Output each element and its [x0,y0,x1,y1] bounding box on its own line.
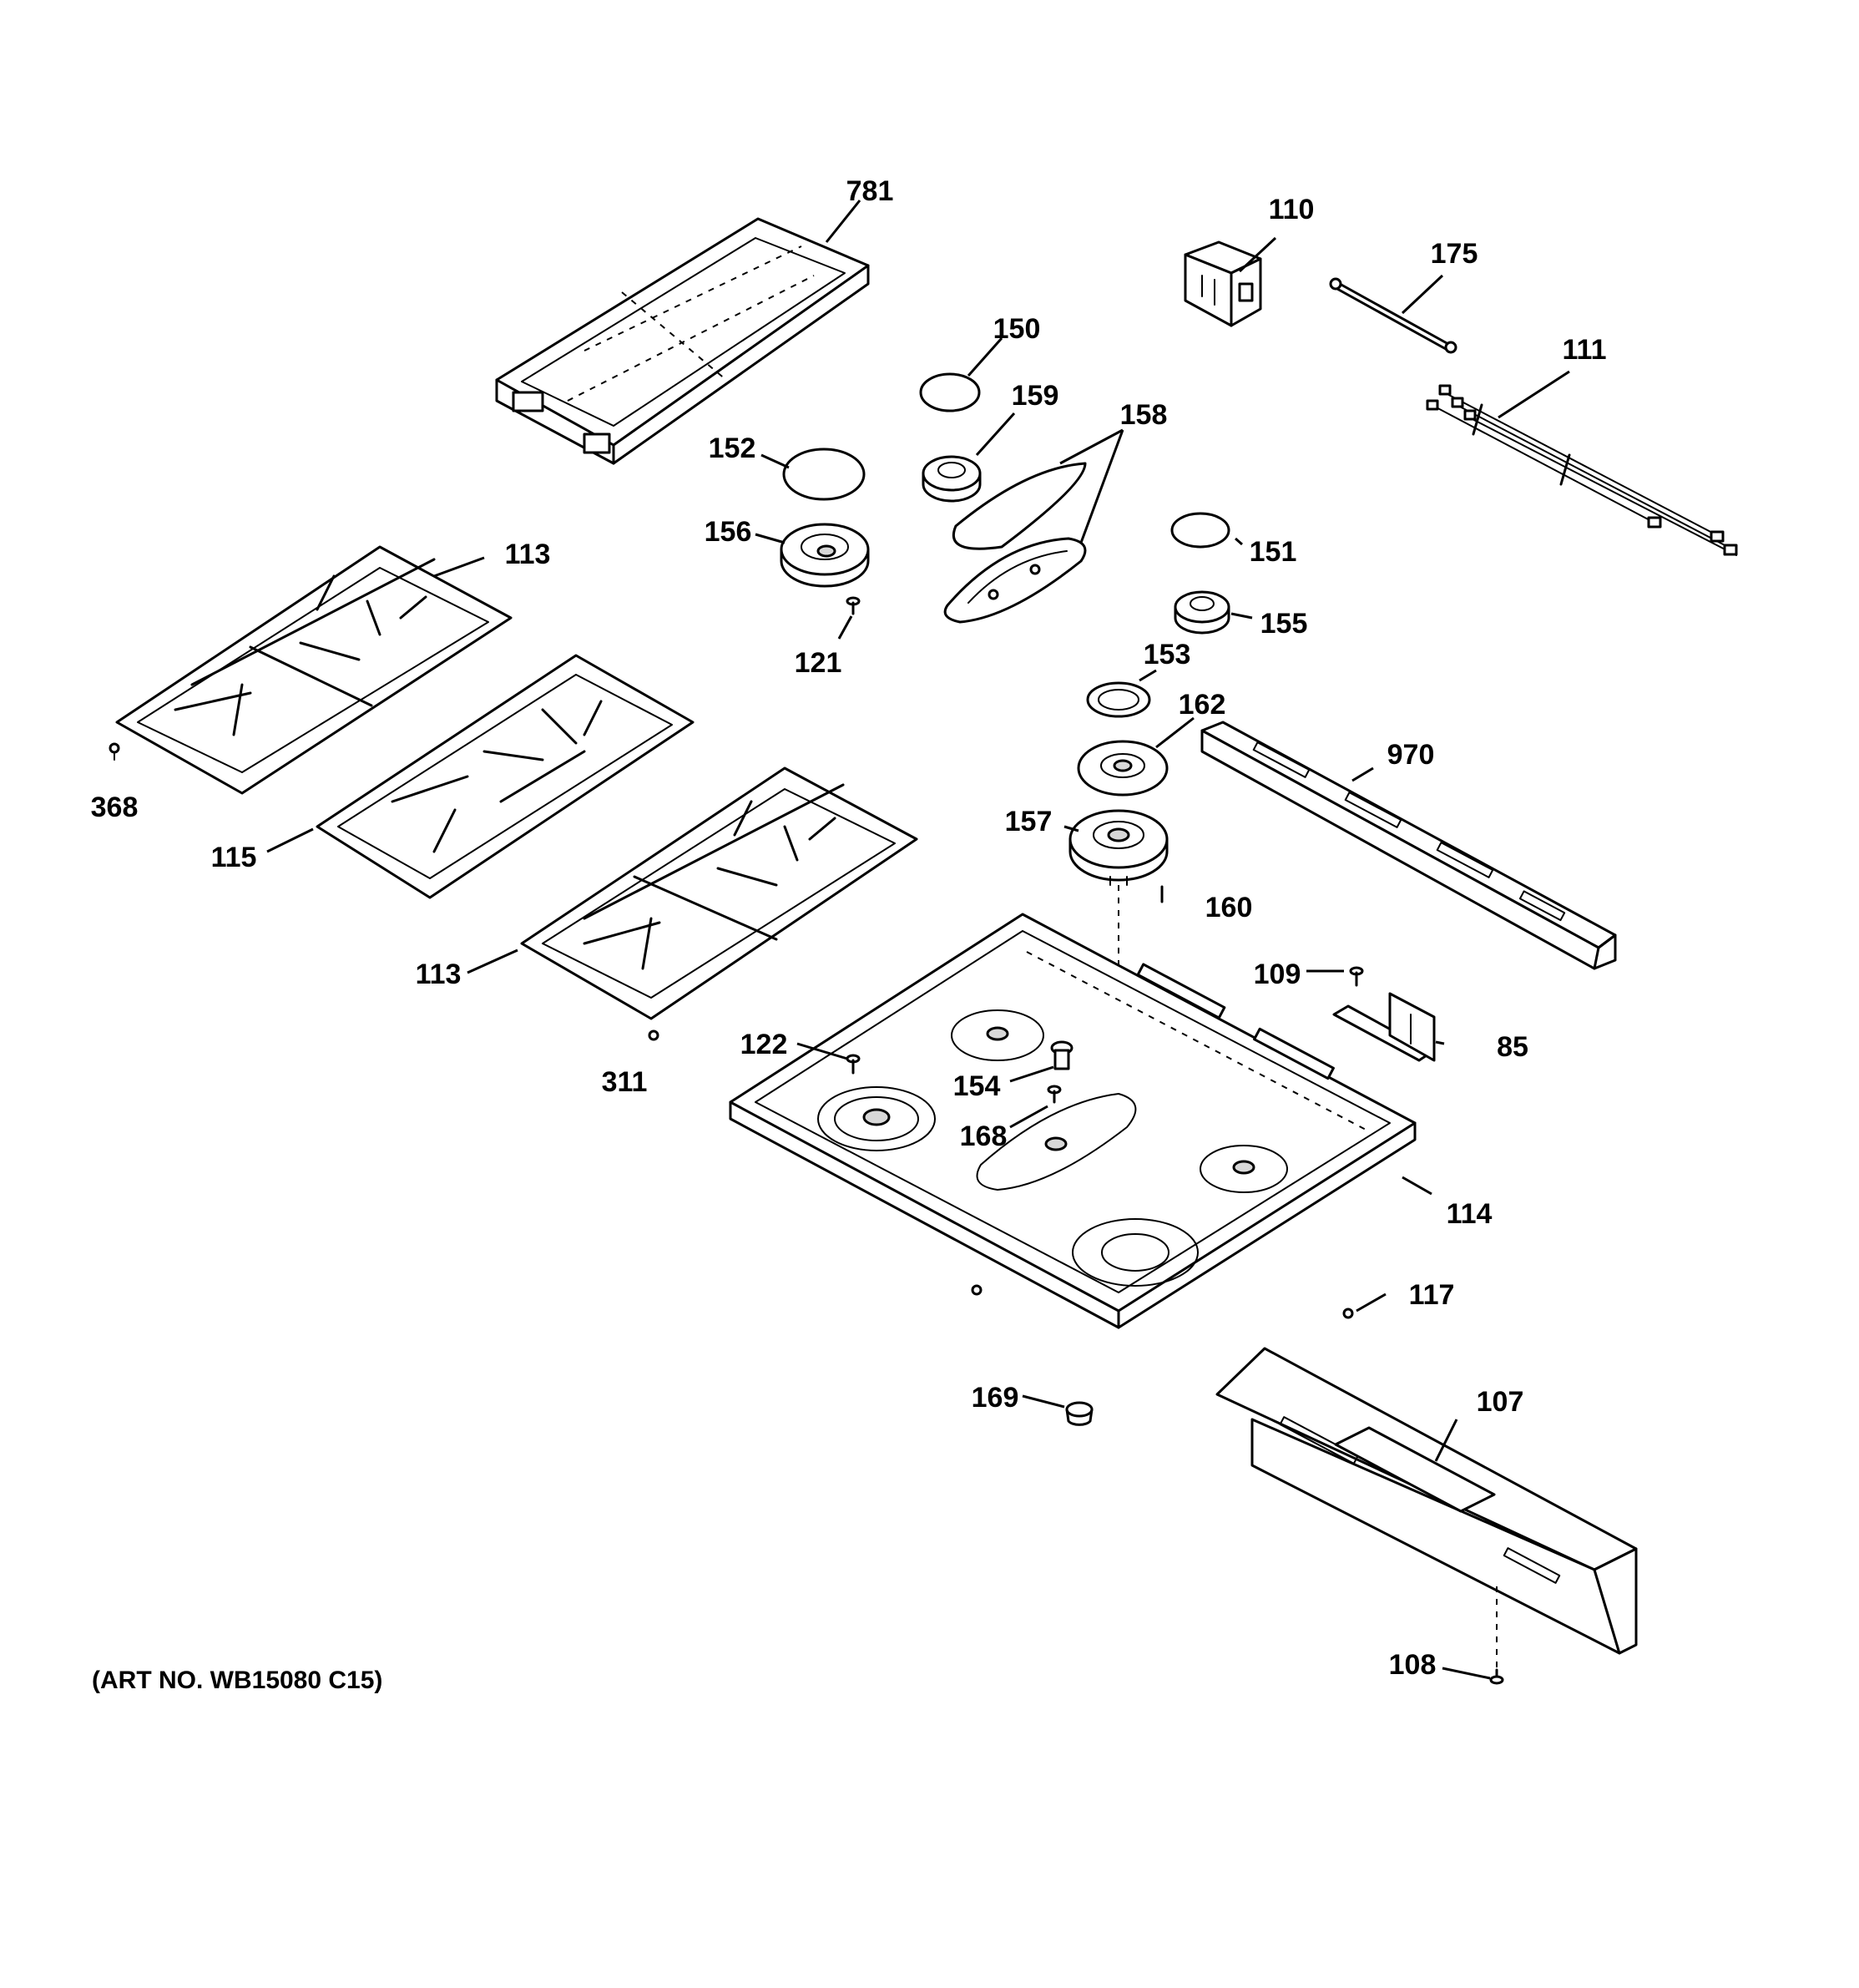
callout-781: 781 [846,175,894,207]
part-cooktop-114 [729,913,1417,1329]
part-grate-113-bottom [520,766,918,1020]
callout-117: 117 [1409,1279,1455,1311]
callout-113-bottom: 113 [416,959,462,990]
part-burner-head-157 [1068,809,1169,886]
part-switch-block [1184,240,1262,327]
callout-152: 152 [709,433,756,464]
callout-109: 109 [1254,959,1301,990]
callout-114: 114 [1447,1198,1493,1230]
part-burner-cap-150 [919,372,981,412]
part-backguard-107 [1215,1347,1638,1655]
part-screw-168 [1047,1085,1062,1104]
part-grate-113-top [115,545,513,795]
callout-168: 168 [960,1120,1008,1152]
callout-150: 150 [993,313,1041,345]
art-number: (ART NO. WB15080 C15) [92,1667,382,1694]
callout-154: 154 [953,1070,1001,1102]
part-grate-115 [316,654,695,899]
part-oval-burner [943,462,1087,624]
part-wire-175 [1329,277,1457,354]
callout-153: 153 [1144,639,1191,670]
callout-970: 970 [1387,739,1435,771]
part-bumper-368 [109,742,120,761]
part-screw-108 [1489,1668,1504,1685]
part-griddle [495,217,870,465]
part-burner-cap-151 [1170,512,1230,549]
callout-121: 121 [795,647,842,679]
part-burner-head-156 [780,523,870,588]
part-screw-121 [846,596,861,615]
part-bumper-311 [648,1029,659,1041]
part-burner-head-159 [922,455,982,503]
callout-368: 368 [91,792,139,823]
leader-lines [266,200,1570,1680]
part-manifold-970 [1200,721,1617,970]
part-orifice-154 [1050,1040,1073,1070]
callout-158: 158 [1120,399,1168,431]
callout-151: 151 [1250,536,1297,568]
callout-85: 85 [1497,1031,1528,1063]
callout-156: 156 [705,516,752,548]
part-bracket-85 [1332,992,1436,1062]
callout-175: 175 [1431,238,1478,270]
part-bumper-small [971,1284,983,1296]
part-burner-cap-152 [782,448,866,501]
callout-160: 160 [1205,892,1253,923]
part-screw-117 [1342,1308,1354,1319]
callout-107: 107 [1477,1386,1524,1418]
callout-110: 110 [1269,194,1315,225]
callout-159: 159 [1012,380,1059,412]
callout-labels: 781 110 175 150 159 158 111 152 113 156 … [91,175,1607,1694]
part-wire-harness [1426,384,1738,556]
callout-155: 155 [1260,608,1308,640]
callout-169: 169 [972,1382,1019,1414]
callout-157: 157 [1005,806,1053,837]
part-grommet-169 [1065,1401,1094,1426]
callout-311: 311 [602,1066,648,1098]
part-burner-cap-153 [1086,681,1151,718]
part-burner-head-155 [1174,590,1230,635]
callout-115: 115 [211,842,257,873]
callout-108: 108 [1389,1649,1437,1681]
callout-162: 162 [1179,689,1226,721]
part-burner-base-162 [1077,740,1169,797]
callout-113-top: 113 [505,539,551,570]
part-screw-109 [1349,966,1364,987]
callout-122: 122 [740,1029,788,1060]
callout-111: 111 [1563,334,1607,366]
